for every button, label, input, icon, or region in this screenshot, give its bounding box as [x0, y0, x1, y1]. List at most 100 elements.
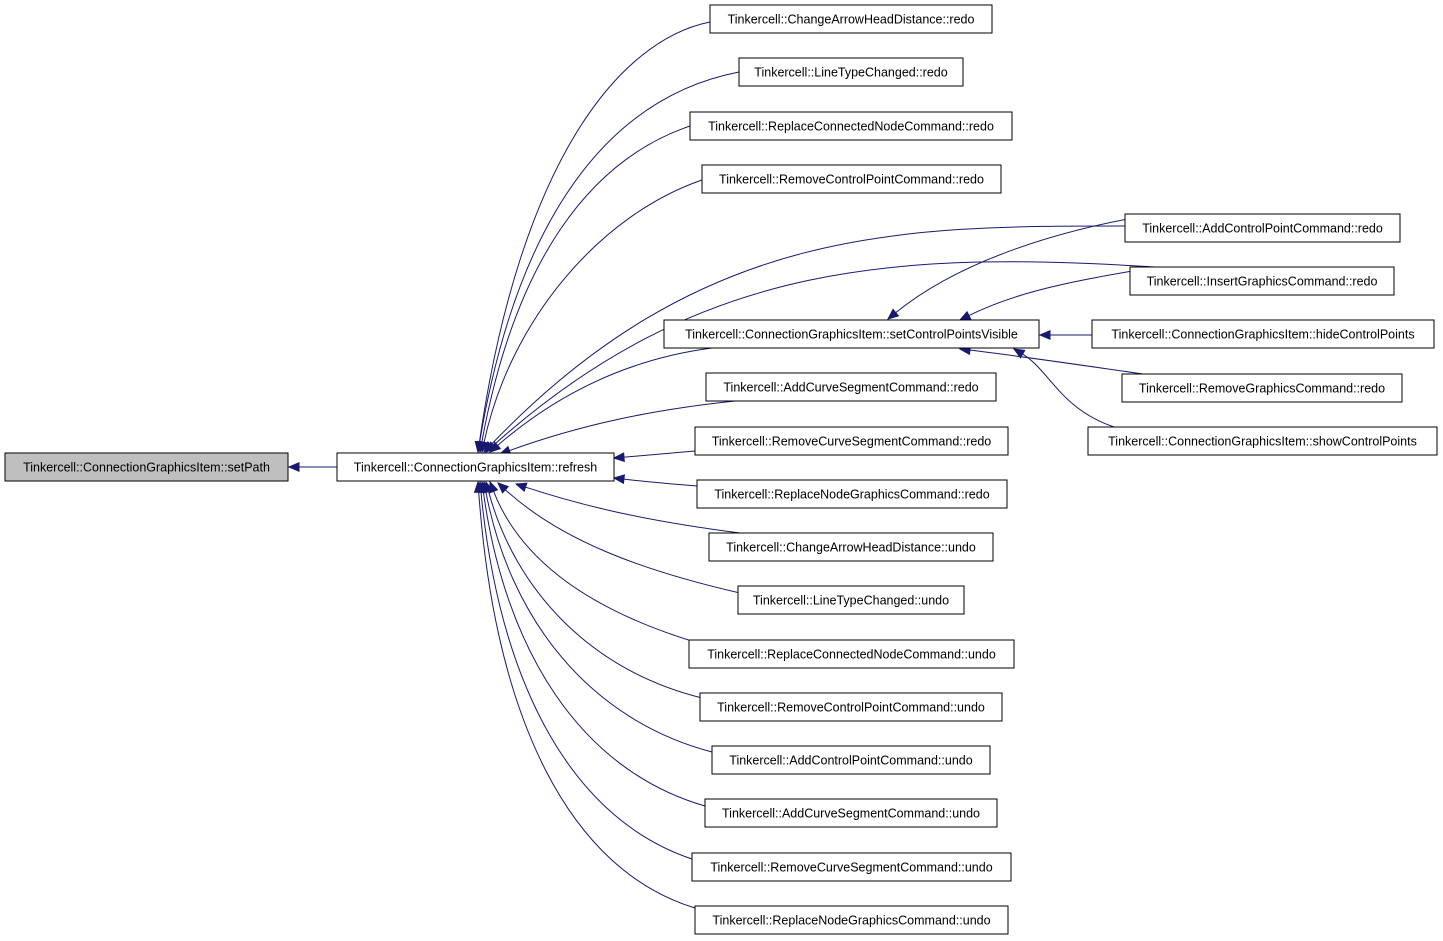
node-box — [696, 479, 1008, 509]
node-box — [1121, 373, 1403, 403]
node-igc-redo[interactable]: Tinkercell::InsertGraphicsCommand::redo — [1129, 266, 1395, 296]
edge-line — [485, 490, 713, 753]
node-label: Tinkercell::ConnectionGraphicsItem::show… — [1108, 434, 1417, 448]
edge-rng_undo-to-refresh — [473, 480, 696, 909]
node-label: Tinkercell::InsertGraphicsCommand::redo — [1147, 274, 1378, 288]
node-hide-cp[interactable]: Tinkercell::ConnectionGraphicsItem::hide… — [1091, 319, 1435, 349]
edge-rcp_undo-to-refresh — [483, 480, 703, 699]
node-box — [689, 111, 1013, 141]
edge-setCPV-to-refresh — [489, 347, 713, 453]
node-label: Tinkercell::RemoveCurveSegmentCommand::r… — [712, 434, 992, 448]
node-label: Tinkercell::ReplaceNodeGraphicsCommand::… — [714, 487, 989, 501]
edge-rcs_undo-to-refresh — [476, 480, 693, 860]
node-show-cp[interactable]: Tinkercell::ConnectionGraphicsItem::show… — [1087, 426, 1438, 456]
arrowhead-icon — [1038, 330, 1051, 340]
node-label: Tinkercell::AddCurveSegmentCommand::undo — [722, 806, 980, 820]
node-box — [699, 692, 1003, 722]
edge-line — [480, 490, 693, 860]
edge-hide_cp-to-setCPV — [1038, 330, 1092, 340]
node-ltc-redo[interactable]: Tinkercell::LineTypeChanged::redo — [738, 57, 964, 87]
node-ltc-undo[interactable]: Tinkercell::LineTypeChanged::undo — [737, 585, 965, 615]
edge-line — [492, 490, 696, 643]
node-acp-redo[interactable]: Tinkercell::AddControlPointCommand::redo — [1124, 213, 1401, 243]
arrowhead-icon — [473, 480, 484, 493]
edge-line — [894, 214, 1151, 314]
node-rcp-undo[interactable]: Tinkercell::RemoveControlPointCommand::u… — [699, 692, 1003, 722]
edge-line — [478, 21, 711, 444]
arrowhead-icon — [489, 441, 502, 453]
node-box — [4, 452, 289, 482]
edge-line — [622, 450, 696, 458]
edge-line — [487, 490, 703, 699]
nodes-layer: Tinkercell::ConnectionGraphicsItem::setP… — [4, 4, 1438, 935]
node-rcs-redo[interactable]: Tinkercell::RemoveCurveSegmentCommand::r… — [694, 426, 1009, 456]
node-label: Tinkercell::ChangeArrowHeadDistance::und… — [726, 540, 976, 554]
node-box — [709, 4, 993, 34]
arrowhead-icon — [887, 308, 900, 320]
node-label: Tinkercell::ConnectionGraphicsItem::setC… — [685, 327, 1018, 341]
node-box — [737, 585, 965, 615]
node-label: Tinkercell::ConnectionGraphicsItem::setP… — [23, 460, 270, 474]
edge-rcp_redo-to-refresh — [479, 179, 703, 454]
arrowhead-icon — [514, 482, 528, 492]
edge-line — [968, 349, 1151, 376]
node-box — [691, 852, 1012, 882]
edge-cahd_redo-to-refresh — [474, 21, 711, 454]
node-box — [663, 319, 1040, 349]
edge-acp_redo-to-setCPV — [887, 214, 1151, 320]
edge-line — [1021, 353, 1118, 429]
node-rng-undo[interactable]: Tinkercell::ReplaceNodeGraphicsCommand::… — [694, 905, 1009, 935]
node-label: Tinkercell::LineTypeChanged::undo — [753, 593, 949, 607]
edge-line — [504, 488, 741, 594]
edge-acp_undo-to-refresh — [481, 480, 713, 753]
node-box — [1091, 319, 1435, 349]
node-setCPV[interactable]: Tinkercell::ConnectionGraphicsItem::setC… — [663, 319, 1040, 349]
node-box — [705, 372, 997, 402]
node-box — [336, 452, 615, 482]
node-rcn-undo[interactable]: Tinkercell::ReplaceConnectedNodeCommand:… — [688, 639, 1015, 669]
edge-rng_redo-to-refresh — [612, 474, 698, 487]
edge-line — [496, 347, 713, 447]
edge-line — [483, 179, 703, 444]
node-refresh[interactable]: Tinkercell::ConnectionGraphicsItem::refr… — [336, 452, 615, 482]
node-acp-undo[interactable]: Tinkercell::AddControlPointCommand::undo — [711, 745, 991, 775]
edge-refresh-to-setPath — [287, 462, 338, 472]
node-rcn-redo[interactable]: Tinkercell::ReplaceConnectedNodeCommand:… — [689, 111, 1013, 141]
node-rcp-redo[interactable]: Tinkercell::RemoveControlPointCommand::r… — [701, 164, 1002, 194]
node-box — [688, 639, 1015, 669]
node-box — [704, 798, 998, 828]
node-box — [711, 745, 991, 775]
node-acs-undo[interactable]: Tinkercell::AddCurveSegmentCommand::undo — [704, 798, 998, 828]
node-box — [738, 57, 964, 87]
edge-acs_undo-to-refresh — [478, 480, 706, 807]
edge-line — [524, 486, 741, 534]
edge-line — [489, 225, 1126, 446]
edge-line — [478, 490, 696, 909]
edge-show_cp-to-setCPV — [1012, 348, 1118, 429]
node-rgc-redo[interactable]: Tinkercell::RemoveGraphicsCommand::redo — [1121, 373, 1403, 403]
node-label: Tinkercell::ReplaceConnectedNodeCommand:… — [707, 647, 996, 661]
node-label: Tinkercell::ConnectionGraphicsItem::refr… — [354, 460, 597, 474]
node-cahd-redo[interactable]: Tinkercell::ChangeArrowHeadDistance::red… — [709, 4, 993, 34]
arrowhead-icon — [479, 440, 490, 454]
node-label: Tinkercell::RemoveControlPointCommand::r… — [719, 172, 984, 186]
edge-line — [481, 125, 691, 444]
arrowhead-icon — [612, 452, 625, 463]
node-label: Tinkercell::AddCurveSegmentCommand::redo — [723, 380, 978, 394]
edge-igc_redo-to-setCPV — [958, 267, 1151, 321]
node-rcs-undo[interactable]: Tinkercell::RemoveCurveSegmentCommand::u… — [691, 852, 1012, 882]
edge-line — [492, 261, 1171, 447]
edge-rcs_redo-to-refresh — [612, 450, 696, 463]
node-label: Tinkercell::LineTypeChanged::redo — [754, 65, 947, 79]
node-box — [694, 426, 1009, 456]
node-acs-redo[interactable]: Tinkercell::AddCurveSegmentCommand::redo — [705, 372, 997, 402]
edge-line — [508, 400, 736, 452]
node-rng-redo[interactable]: Tinkercell::ReplaceNodeGraphicsCommand::… — [696, 479, 1008, 509]
edge-line — [622, 478, 698, 487]
edge-rcn_redo-to-refresh — [477, 125, 691, 454]
node-cahd-undo[interactable]: Tinkercell::ChangeArrowHeadDistance::und… — [708, 532, 994, 562]
edge-rgc_redo-to-setCPV — [958, 345, 1151, 376]
edge-ltc_undo-to-refresh — [497, 482, 741, 594]
arrowhead-icon — [1012, 348, 1026, 359]
